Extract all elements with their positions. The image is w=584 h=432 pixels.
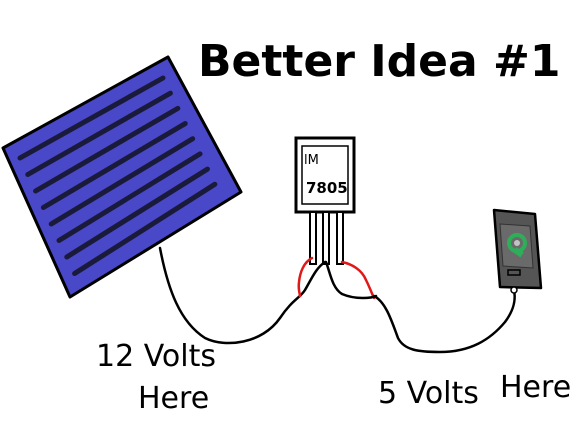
phone-plug (510, 286, 518, 294)
regulator-lead-right (336, 211, 344, 265)
regulator-label-top: lM (304, 153, 319, 168)
wire-input (158, 246, 327, 345)
panel-cell-stripe (25, 90, 173, 177)
phone-port (507, 269, 521, 276)
panel-cell-stripe (56, 151, 203, 243)
wire-red-right (340, 260, 376, 300)
panel-cell-stripe (17, 75, 166, 161)
wires (158, 246, 516, 354)
label-output-volts: 5 Volts (378, 376, 479, 411)
panel-cell-stripe (64, 166, 210, 260)
panel-cell-stripe (33, 105, 181, 194)
panel-cell-stripe (40, 121, 188, 210)
wire-red-left (297, 256, 314, 298)
solar-panel (1, 55, 243, 299)
phone-logo-icon (507, 233, 527, 258)
phone-screen (499, 223, 534, 269)
panel-cell-stripe (72, 181, 218, 276)
panel-cell-stripe (48, 136, 196, 227)
solar-panel-body (1, 55, 243, 299)
label-input-here: Here (138, 381, 209, 416)
label-input-volts: 12 Volts (96, 339, 216, 374)
regulator-body (294, 136, 356, 214)
label-output-here: Here (500, 370, 571, 405)
regulator-lead-left (309, 211, 317, 265)
phone (492, 208, 543, 294)
diagram-title: Better Idea #1 (198, 36, 561, 87)
voltage-regulator: lM 7805 (294, 136, 356, 265)
wire-ground (324, 260, 378, 300)
solar-panel-cells (17, 75, 218, 276)
regulator-inner-outline (301, 145, 349, 205)
regulator-lead-middle (322, 211, 330, 265)
wire-output (372, 288, 516, 354)
regulator-label-bottom: 7805 (306, 179, 348, 197)
